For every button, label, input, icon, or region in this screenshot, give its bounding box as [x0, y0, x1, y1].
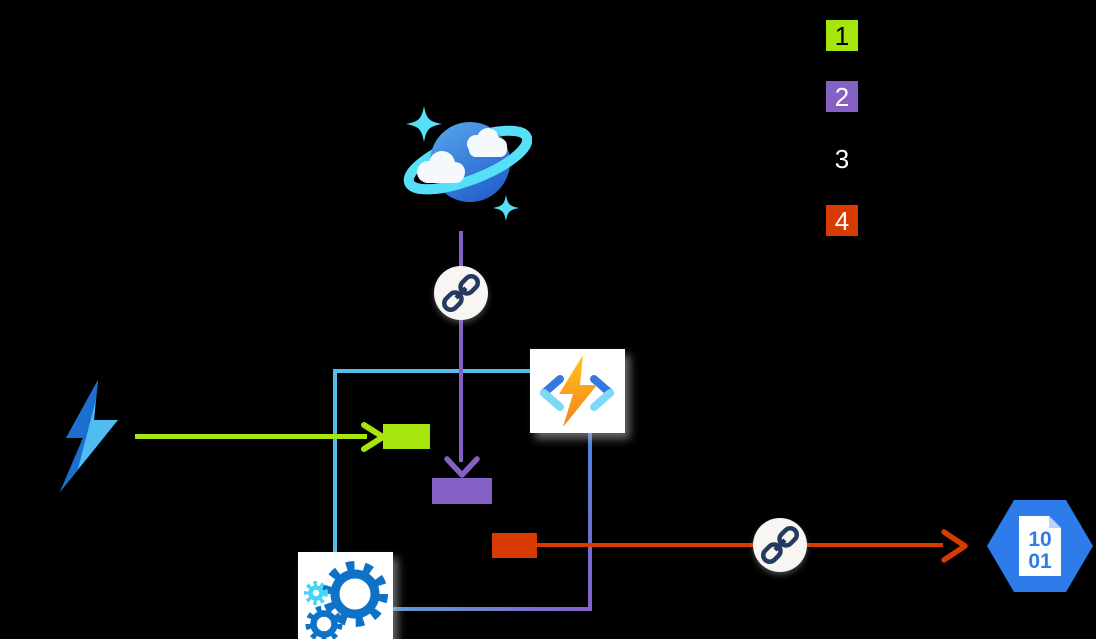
binary-text-line-2: 01	[1028, 550, 1052, 573]
legend-step-3-badge: 3	[826, 143, 858, 174]
sparkle-icons	[406, 106, 519, 221]
connector-functions-to-gears-horizontal	[393, 607, 592, 611]
chain-link-icon	[753, 518, 807, 572]
legend-step-3-number: 3	[834, 143, 850, 174]
gears-icon	[298, 552, 393, 639]
step4-arrowhead-icon	[941, 529, 968, 563]
connector-step4-line	[537, 543, 943, 547]
connector-step3-horizontal	[333, 369, 530, 373]
connector-functions-to-gears-vertical	[588, 433, 592, 611]
legend-step-1-number: 1	[834, 20, 850, 51]
legend-step-1-badge: 1	[826, 20, 858, 51]
connector-step2-line	[459, 231, 463, 462]
binary-text-line-1: 10	[1028, 528, 1051, 551]
connector-step3-vertical	[333, 369, 337, 553]
step2-arrowhead-icon	[444, 456, 480, 478]
legend-step-2-badge: 2	[826, 81, 858, 112]
cloud-shapes	[417, 128, 507, 183]
cosmos-db-planet-icon	[403, 106, 532, 221]
chain-link-icon	[434, 266, 488, 320]
legend-step-4-badge: 4	[826, 205, 858, 236]
legend-step-4-number: 4	[834, 205, 850, 236]
binary-document-hexagon-icon: 10 01	[987, 500, 1093, 592]
lightning-bolt-icon	[60, 380, 118, 492]
step4-marker	[492, 533, 537, 558]
azure-functions-icon	[530, 349, 625, 433]
step1-marker	[383, 424, 430, 449]
step2-marker	[432, 478, 492, 504]
legend-step-2-number: 2	[834, 81, 850, 112]
connector-step1-line	[135, 434, 367, 439]
